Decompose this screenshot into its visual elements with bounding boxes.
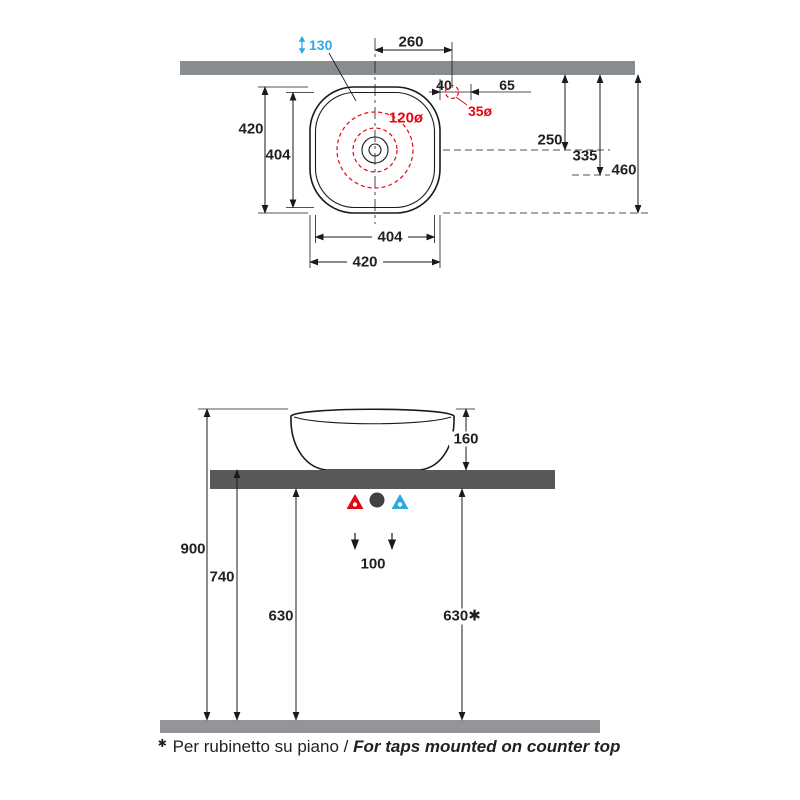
caption-italian: Per rubinetto su piano / [172,737,349,756]
counter-top-bar [210,470,555,489]
label-tap-offset: 130 [309,37,333,53]
label-420-bottom: 420 [352,254,377,271]
hot-water-dot [352,502,358,507]
drain-hole-outer [361,136,389,164]
leader-line [455,96,468,106]
dim-40-65: 40 65 [429,77,531,100]
label-260: 260 [398,34,423,51]
dim-tap-offset: 130 [298,36,357,102]
dim-420-bottom: 420 [309,215,441,271]
caption-english: For taps mounted on counter top [353,737,621,756]
label-250: 250 [537,132,562,149]
caption: ✱ Per rubinetto su piano / For taps moun… [0,737,778,757]
dim-335: 335 [572,74,604,176]
basin-inner-rim-profile [293,416,452,425]
basin-profile [290,408,455,471]
label-100: 100 [360,556,385,573]
wall-bar [180,61,635,75]
dim-160: 160 [449,408,483,471]
dim-420-left: 420 [238,86,308,214]
tap-hole-circle [444,84,460,100]
connection-symbols [346,492,409,509]
label-40: 40 [436,77,452,93]
dim-260: 260 [374,34,453,88]
dim-100: 100 [350,533,397,573]
label-740: 740 [209,569,234,586]
label-404-left: 404 [265,147,291,164]
label-420-left: 420 [238,121,263,138]
label-335: 335 [572,148,597,165]
cold-water-icon [391,494,409,509]
caption-asterisk-icon: ✱ [157,738,167,750]
drain-clearance-circle-inner [352,127,398,173]
dim-630-right: 630✱ [438,488,486,721]
tap-hole: 35ø [444,84,493,119]
leader-line [328,52,357,102]
label-630-left: 630 [268,608,293,625]
label-backdrop [372,229,408,245]
dim-460: 460 [611,74,642,214]
label-460: 460 [611,162,636,179]
label-120: 120ø [389,110,424,127]
dim-630-left: 630 [268,488,300,721]
label-backdrop [449,431,483,447]
hot-water-icon [346,494,364,509]
floor-bar [160,720,600,733]
up-arrowhead-icon [298,36,306,42]
side-view: 100 160 900 740 630 630✱ [160,408,600,733]
label-630-right: 630✱ [443,608,481,625]
drain-connection-icon [369,492,385,508]
top-view: 130 260 40 65 35ø 120ø [180,34,648,271]
dim-900: 900 [180,408,288,721]
label-900: 900 [180,541,205,558]
label-404-bottom: 404 [377,229,403,246]
dim-404-bottom: 404 [314,215,436,246]
label-65: 65 [499,77,515,93]
dim-404-left: 404 [265,91,314,209]
drain-hole-inner [368,143,382,157]
down-arrowhead-icon [298,48,306,54]
dim-740: 740 [209,469,241,721]
drain-clearance-circle-outer [336,111,414,189]
cold-water-dot [397,502,403,507]
label-35: 35ø [468,103,493,119]
label-backdrop [347,254,383,270]
dim-250: 250 [537,74,569,151]
label-160: 160 [453,431,478,448]
label-backdrop [438,608,486,625]
